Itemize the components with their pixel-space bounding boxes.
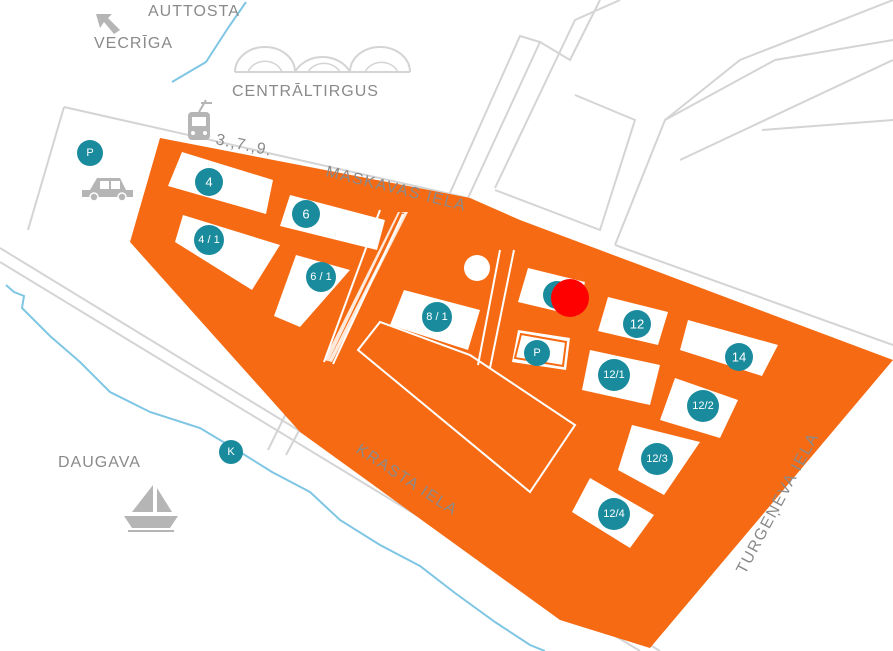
internal-paths [323,209,577,494]
river-line-top [171,1,247,83]
place-label-auttosta: AUTTOSTA [148,3,240,20]
white-circle [464,255,490,281]
svg-text:8 / 1: 8 / 1 [426,311,447,323]
parking-badge-site[interactable]: P [524,340,550,366]
svg-text:K: K [227,446,235,458]
place-label-centraltirgus: CENTRĀLTIRGUS [232,82,379,100]
parking-pad [513,332,568,368]
building-badge-14[interactable]: 14 [725,343,753,371]
building-badge-12-3[interactable]: 12/3 [641,443,673,475]
development-area [130,138,893,648]
place-label-vecriga: VECRĪGA [94,34,173,52]
tram-icon [188,99,212,140]
location-marker-icon[interactable] [551,279,589,317]
building-badge-12-2[interactable]: 12/2 [687,390,719,422]
svg-text:4 / 1: 4 / 1 [198,234,219,246]
svg-text:6 / 1: 6 / 1 [310,271,331,283]
building-badge-12-4[interactable]: 12/4 [598,498,630,530]
arrow-up-left-icon [96,14,120,34]
building-badge-12-1[interactable]: 12/1 [598,359,630,391]
port-badge[interactable]: K [219,440,243,464]
building-badge-8-1[interactable]: 8 / 1 [422,302,452,332]
parking-badge-lot[interactable]: P [77,140,103,166]
svg-text:12/1: 12/1 [603,369,624,381]
svg-text:P: P [533,347,540,359]
svg-text:12/2: 12/2 [692,400,713,412]
place-label-daugava: DAUGAVA [58,454,141,471]
building-badge-12[interactable]: 12 [623,310,651,338]
building-badge-6-1[interactable]: 6 / 1 [306,262,336,292]
svg-text:4: 4 [205,175,212,190]
svg-text:14: 14 [732,350,746,365]
svg-text:12/4: 12/4 [603,508,624,520]
svg-text:12: 12 [630,317,644,332]
building-badge-6[interactable]: 6 [292,200,320,228]
sailboat-icon [124,485,178,532]
central-market-halls [234,46,411,73]
svg-text:6: 6 [302,207,309,222]
building-badge-4-1[interactable]: 4 / 1 [194,225,224,255]
building-badge-4[interactable]: 4 [195,168,223,196]
svg-text:P: P [86,147,93,159]
car-icon [82,178,133,202]
svg-text:12/3: 12/3 [646,453,667,465]
